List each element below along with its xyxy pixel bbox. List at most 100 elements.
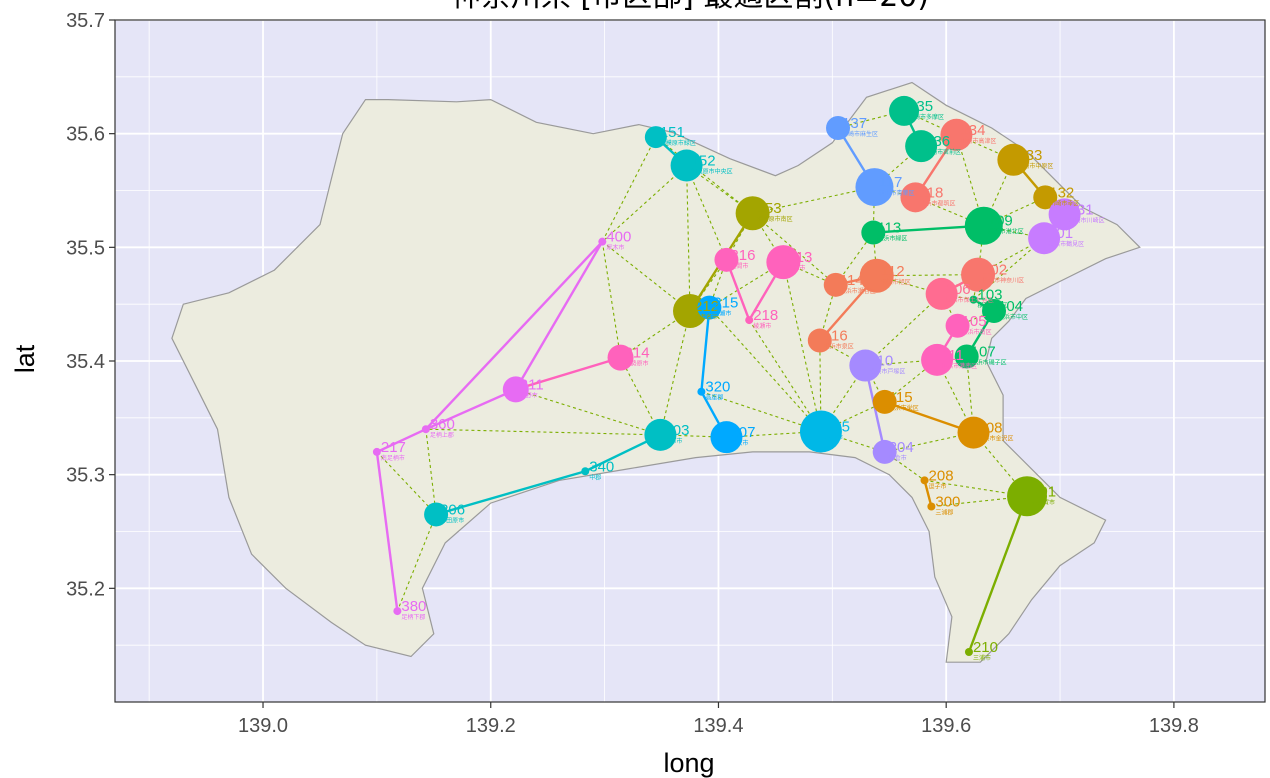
point-sublabel: 高座郡 [705,394,723,402]
point-marker [424,502,449,527]
y-tick-label: 35.6 [66,124,105,146]
point-marker [745,316,754,325]
point-sublabel: 横浜市神奈川区 [982,277,1024,285]
point-label: 111 [941,347,964,364]
point-marker [905,130,938,163]
point-sublabel: 伊勢原市 [625,360,649,368]
point-sublabel: 座間市 [730,262,748,270]
point-label: 113 [877,220,901,237]
point-sublabel: 三浦市 [973,654,991,662]
point-marker [1033,185,1058,210]
point-label: 101 [1048,225,1073,242]
point-sublabel: 海老名市 [694,313,718,321]
point-sublabel: 横須賀市 [1031,498,1055,506]
point-marker [945,313,970,338]
adjacency-line [515,388,661,436]
y-tick-label: 35.5 [66,237,105,259]
cluster-link [375,451,399,612]
point-sublabel: 横浜市都筑区 [919,199,955,207]
point-label: 203 [664,422,689,439]
point-sublabel: 南足柄市 [381,454,405,462]
point-marker [807,328,832,353]
point-label: 211 [520,376,544,393]
point-label: 214 [625,345,650,362]
point-sublabel: 足柄上郡 [430,431,454,439]
x-tick-label: 139.4 [693,715,743,737]
point-sublabel: 大和市 [787,264,805,272]
point-marker [799,410,842,453]
point-marker [872,389,897,414]
point-label: 360 [430,416,455,433]
chart-title: 神奈川県 [市区部] 最適区割(n=20) [451,0,929,14]
cluster-link [923,480,933,507]
point-sublabel: 川崎市麻生区 [842,130,878,138]
adjacency-line [376,451,437,515]
point-marker [849,349,882,382]
point-sublabel: 横浜市中区 [998,313,1028,321]
adjacency-line [983,225,1045,239]
point-sublabel: 横浜市保土ケ谷区 [946,296,994,304]
point-marker [997,143,1030,176]
point-label: 136 [925,133,950,150]
point-marker [900,182,931,213]
point-label: 137 [842,115,867,132]
point-label: 104 [998,298,1023,315]
point-label: 217 [381,439,406,456]
cluster-link [515,356,621,391]
adjacency-line [708,307,822,432]
adjacency-line [655,136,753,214]
adjacency-line [748,319,822,432]
adjacency-line [601,241,691,312]
point-marker [607,344,634,371]
point-marker [855,168,894,207]
point-marker [581,467,590,476]
point-label: 118 [919,184,943,201]
point-sublabel: 藤沢市 [825,433,843,441]
point-marker [889,95,920,126]
point-sublabel: 逗子市 [929,482,947,490]
adjacency-line [396,514,437,612]
point-label: 205 [825,418,850,435]
adjacency-line [752,186,875,214]
point-marker [1007,476,1048,517]
point-sublabel: 厚木市 [606,244,624,252]
cluster-link [425,388,517,431]
point-marker [766,245,801,280]
point-label: 112 [881,263,905,280]
x-axis-title: long [663,748,714,778]
cluster-link [424,240,604,431]
point-label: 103 [978,287,1003,304]
point-sublabel: 横浜市戸塚区 [869,368,905,376]
point-marker [872,439,897,464]
point-marker [697,387,706,396]
point-label: 108 [978,420,1003,437]
point-label: 320 [705,379,730,396]
point-label: 109 [988,213,1013,230]
point-sublabel: 横浜市西区 [978,302,1008,310]
point-sublabel: 横浜市旭区 [881,278,911,286]
point-label: 213 [787,249,812,266]
point-marker [826,115,851,140]
y-tick-label: 35.3 [66,465,105,487]
point-sublabel: 横浜市金沢区 [978,435,1014,443]
point-sublabel: 川崎市川崎区 [1069,216,1105,224]
y-axis-title: lat [10,344,40,373]
point-label: 215 [713,295,738,312]
point-label: 216 [730,247,755,264]
point-marker [421,425,430,434]
adjacency-line [874,145,922,188]
point-sublabel: 足柄下郡 [401,613,425,621]
point-label: 107 [971,343,996,360]
point-marker [859,258,894,293]
point-marker [982,298,1007,323]
point-label: 151 [660,124,685,141]
cluster-link [376,428,427,454]
point-marker [1048,198,1081,231]
points [372,95,1081,656]
point-marker [954,344,979,369]
point-label: 153 [757,200,782,217]
point-sublabel: 藤沢市 [730,439,748,447]
point-marker [927,502,936,511]
